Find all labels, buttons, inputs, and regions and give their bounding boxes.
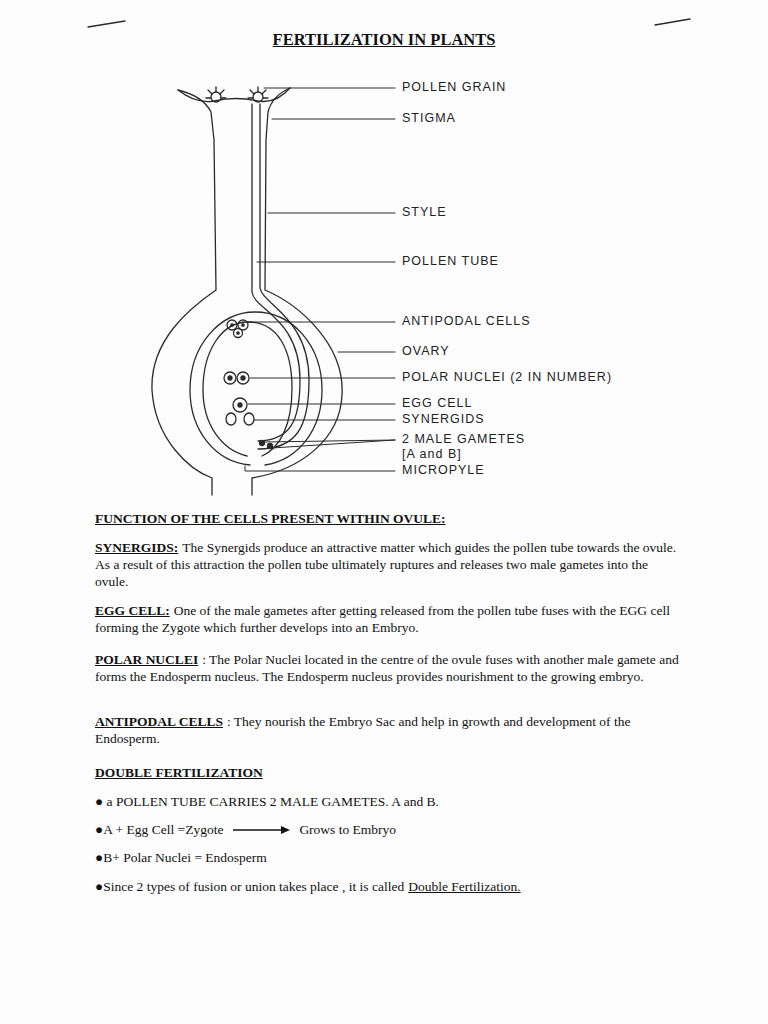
part-label: POLAR NUCLEI (2 IN NUMBER) bbox=[402, 370, 612, 385]
body-text: Double Fertilization. bbox=[408, 878, 520, 895]
polar-nuclei bbox=[237, 372, 249, 384]
part-name: MICROPYLE bbox=[402, 463, 485, 477]
pen-mark bbox=[88, 19, 690, 27]
section-heading: DOUBLE FERTILIZATION bbox=[95, 764, 695, 781]
leader-line bbox=[264, 440, 395, 448]
synergids bbox=[226, 413, 236, 425]
pistil-outline bbox=[152, 90, 216, 495]
leader-line bbox=[248, 404, 395, 405]
part-label: POLLEN GRAIN bbox=[402, 80, 506, 95]
section-heading: FUNCTION OF THE CELLS PRESENT WITHIN OVU… bbox=[95, 510, 695, 527]
heading-text: FUNCTION OF THE CELLS PRESENT WITHIN OVU… bbox=[95, 511, 446, 526]
part-name: POLLEN GRAIN bbox=[402, 80, 506, 94]
pen-mark bbox=[655, 19, 690, 25]
bullet-item: ●B+ Polar Nuclei = Endosperm bbox=[95, 849, 267, 866]
antipodal-cells bbox=[234, 329, 243, 338]
part-label: ANTIPODAL CELLS bbox=[402, 314, 530, 329]
part-name: STIGMA bbox=[402, 111, 456, 125]
synergids bbox=[226, 413, 254, 425]
part-name: 2 MALE GAMETES [A and B] bbox=[402, 432, 525, 461]
arrow-symbol bbox=[229, 824, 293, 836]
body-text: Grows to Embryo bbox=[299, 821, 396, 838]
heading-text: EGG CELL: bbox=[95, 603, 170, 618]
part-name: EGG CELL bbox=[402, 396, 473, 410]
part-name: OVARY bbox=[402, 344, 450, 358]
heading-text: SYNERGIDS: bbox=[95, 540, 178, 555]
synergids bbox=[244, 413, 254, 425]
heading-text: ANTIPODAL CELLS bbox=[95, 714, 223, 729]
pistil-outline bbox=[252, 88, 342, 495]
paragraph: EGG CELL:One of the male gametes after g… bbox=[95, 602, 680, 636]
leader-line bbox=[338, 352, 395, 353]
pistil-outline bbox=[178, 88, 290, 102]
ovule-outline bbox=[190, 312, 322, 465]
pen-mark bbox=[88, 21, 125, 27]
part-label: MICROPYLE bbox=[402, 463, 485, 478]
leader-line bbox=[250, 378, 395, 379]
pollen-grain bbox=[248, 87, 268, 98]
page-title: FERTILIZATION IN PLANTS bbox=[0, 30, 768, 50]
pistil-outline bbox=[152, 88, 342, 495]
part-label: SYNERGIDS bbox=[402, 412, 485, 427]
part-label: STYLE bbox=[402, 205, 447, 220]
body-text: ●B+ Polar Nuclei = Endosperm bbox=[95, 849, 267, 866]
egg-cell bbox=[238, 403, 242, 407]
bullet-item: ●A + Egg Cell =Zygote Grows to Embryo bbox=[95, 821, 396, 838]
polar-nuclei bbox=[241, 376, 245, 380]
paragraph: POLAR NUCLEI: The Polar Nuclei located i… bbox=[95, 651, 680, 685]
polar-nuclei bbox=[224, 372, 249, 384]
polar-nuclei bbox=[224, 372, 236, 384]
leader-line bbox=[268, 213, 395, 214]
body-text: The Synergids produce an attractive matt… bbox=[95, 540, 676, 589]
arrow-line bbox=[233, 829, 283, 830]
male-gametes bbox=[260, 441, 265, 446]
part-label: POLLEN TUBE bbox=[402, 254, 499, 269]
part-label: 2 MALE GAMETES [A and B] bbox=[402, 432, 538, 462]
pollen-grain bbox=[253, 92, 263, 102]
part-name: ANTIPODAL CELLS bbox=[402, 314, 530, 328]
part-name: SYNERGIDS bbox=[402, 412, 485, 426]
part-name: POLLEN TUBE bbox=[402, 254, 499, 268]
body-text: One of the male gametes after getting re… bbox=[95, 603, 670, 635]
leader-line bbox=[264, 88, 395, 89]
body-text: ● a POLLEN TUBE CARRIES 2 MALE GAMETES. … bbox=[95, 793, 439, 810]
part-label: EGG CELL bbox=[402, 396, 473, 411]
leader-line bbox=[254, 420, 395, 421]
antipodal-cells bbox=[242, 324, 244, 326]
leader-line bbox=[245, 466, 395, 471]
heading-text: DOUBLE FERTILIZATION bbox=[95, 765, 263, 780]
part-name: POLAR NUCLEI (2 IN NUMBER) bbox=[402, 370, 612, 384]
pollen-grain bbox=[206, 87, 268, 102]
pollen-tube bbox=[252, 104, 300, 441]
paragraph: ANTIPODAL CELLS: They nourish the Embryo… bbox=[95, 713, 680, 747]
arrow-head bbox=[281, 826, 290, 834]
body-text: ●Since 2 types of fusion or union takes … bbox=[95, 878, 404, 895]
polar-nuclei bbox=[228, 376, 232, 380]
pistil-illustration bbox=[88, 19, 690, 495]
leader-line bbox=[248, 322, 395, 323]
part-name: STYLE bbox=[402, 205, 447, 219]
bullet-item: ●Since 2 types of fusion or union takes … bbox=[95, 878, 521, 895]
pollen-grain bbox=[211, 92, 221, 102]
pollen-tube bbox=[258, 104, 309, 449]
leader-line bbox=[245, 88, 395, 471]
antipodal-cells bbox=[227, 320, 248, 338]
antipodal-cells bbox=[231, 324, 233, 326]
part-label: STIGMA bbox=[402, 111, 456, 126]
pollen-tube bbox=[252, 104, 309, 449]
pollen-grain bbox=[206, 87, 226, 98]
ovule-outline bbox=[190, 312, 322, 465]
part-label: OVARY bbox=[402, 344, 450, 359]
bullet-item: ● a POLLEN TUBE CARRIES 2 MALE GAMETES. … bbox=[95, 793, 439, 810]
paragraph: SYNERGIDS:The Synergids produce an attra… bbox=[95, 539, 680, 590]
heading-text: POLAR NUCLEI bbox=[95, 652, 198, 667]
egg-cell bbox=[233, 398, 247, 412]
egg-cell bbox=[233, 398, 247, 412]
leader-line bbox=[272, 119, 395, 120]
leader-line bbox=[257, 262, 395, 263]
body-text: ●A + Egg Cell =Zygote bbox=[95, 821, 223, 838]
antipodal-cells bbox=[237, 332, 239, 334]
